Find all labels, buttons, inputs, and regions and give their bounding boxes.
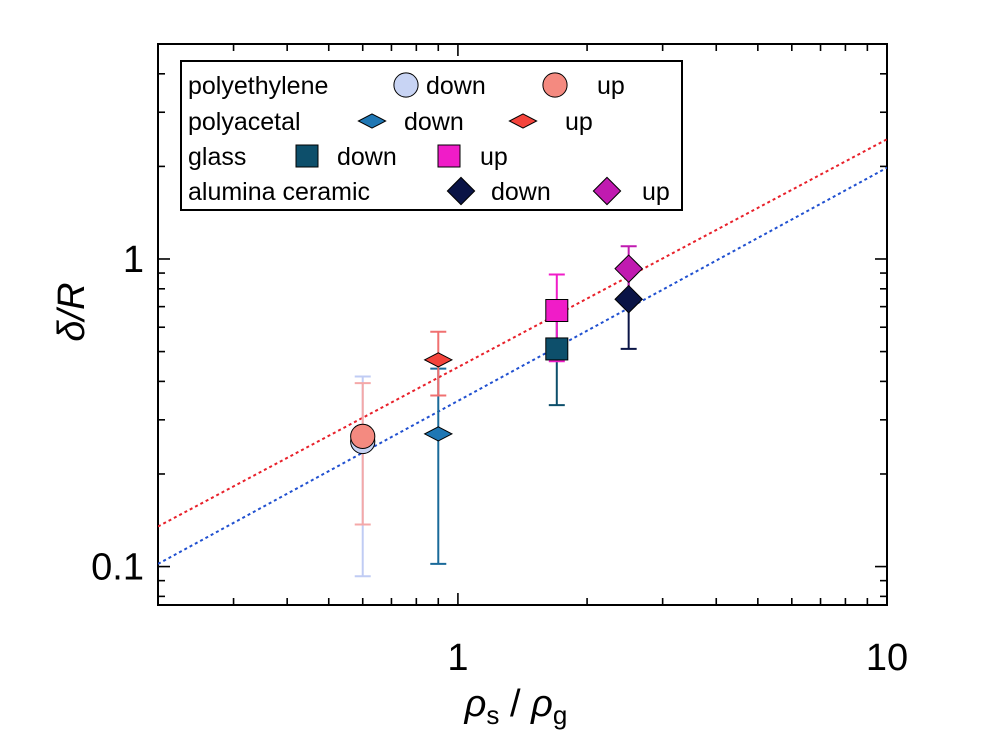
x-axis-title: ρs / ρg — [464, 683, 568, 730]
marker-polyacetal-up — [423, 352, 454, 368]
legend-label-polyacetal: polyacetal — [188, 108, 301, 136]
plot-frame — [157, 43, 888, 606]
x-axis-sub-g: g — [553, 700, 567, 730]
legend-label-glass: glass — [188, 143, 246, 171]
legend-marker-polyethylene-down — [393, 72, 419, 98]
legend-marker-polyethylene-up — [542, 72, 568, 98]
legend-down-glass: down — [337, 143, 397, 171]
legend-marker-glass-up — [437, 144, 461, 168]
y-axis-r: R — [51, 282, 93, 309]
marker-polyethylene-up — [350, 423, 376, 449]
legend-marker-polyacetal-down — [357, 113, 387, 129]
x-axis-rho-g: ρ — [530, 683, 553, 725]
legend-marker-glass-down — [295, 144, 319, 168]
fit-line-down — [158, 166, 887, 565]
legend-label-polyethylene: polyethylene — [188, 72, 328, 100]
x-tick-label: 1 — [447, 637, 468, 679]
y-axis-title: δ/R — [51, 282, 93, 341]
marker-alumina-ceramic-up — [614, 254, 644, 284]
legend-up-glass: up — [480, 143, 508, 171]
legend-up-alumina-ceramic: up — [642, 178, 670, 206]
x-axis-sep: / — [499, 683, 531, 725]
x-axis-rho-s: ρ — [464, 683, 487, 725]
legend-up-polyacetal: up — [565, 108, 593, 136]
data-markers — [350, 254, 644, 455]
legend-down-polyacetal: down — [404, 108, 464, 136]
y-axis-delta: δ/ — [51, 306, 93, 341]
x-tick-label: 10 — [866, 637, 908, 679]
legend-label-alumina-ceramic: alumina ceramic — [188, 178, 370, 206]
marker-glass-up — [545, 299, 569, 323]
x-axis-sub-s: s — [486, 700, 499, 730]
y-tick-label: 1 — [123, 239, 144, 281]
marker-polyacetal-down — [423, 426, 454, 442]
legend-marker-alumina-ceramic-down — [446, 176, 476, 206]
y-tick-label: 0.1 — [91, 547, 144, 589]
legend-down-polyethylene: down — [426, 72, 486, 100]
axis-tick-labels: 1 10 0.1 1 — [91, 239, 908, 679]
legend-marker-alumina-ceramic-up — [592, 176, 622, 206]
marker-alumina-ceramic-down — [614, 284, 644, 314]
legend-marker-polyacetal-up — [508, 113, 538, 129]
marker-glass-down — [545, 337, 569, 361]
axis-ticks — [157, 43, 888, 605]
fit-lines — [158, 138, 887, 565]
legend-down-alumina-ceramic: down — [491, 178, 551, 206]
legend-up-polyethylene: up — [597, 72, 625, 100]
